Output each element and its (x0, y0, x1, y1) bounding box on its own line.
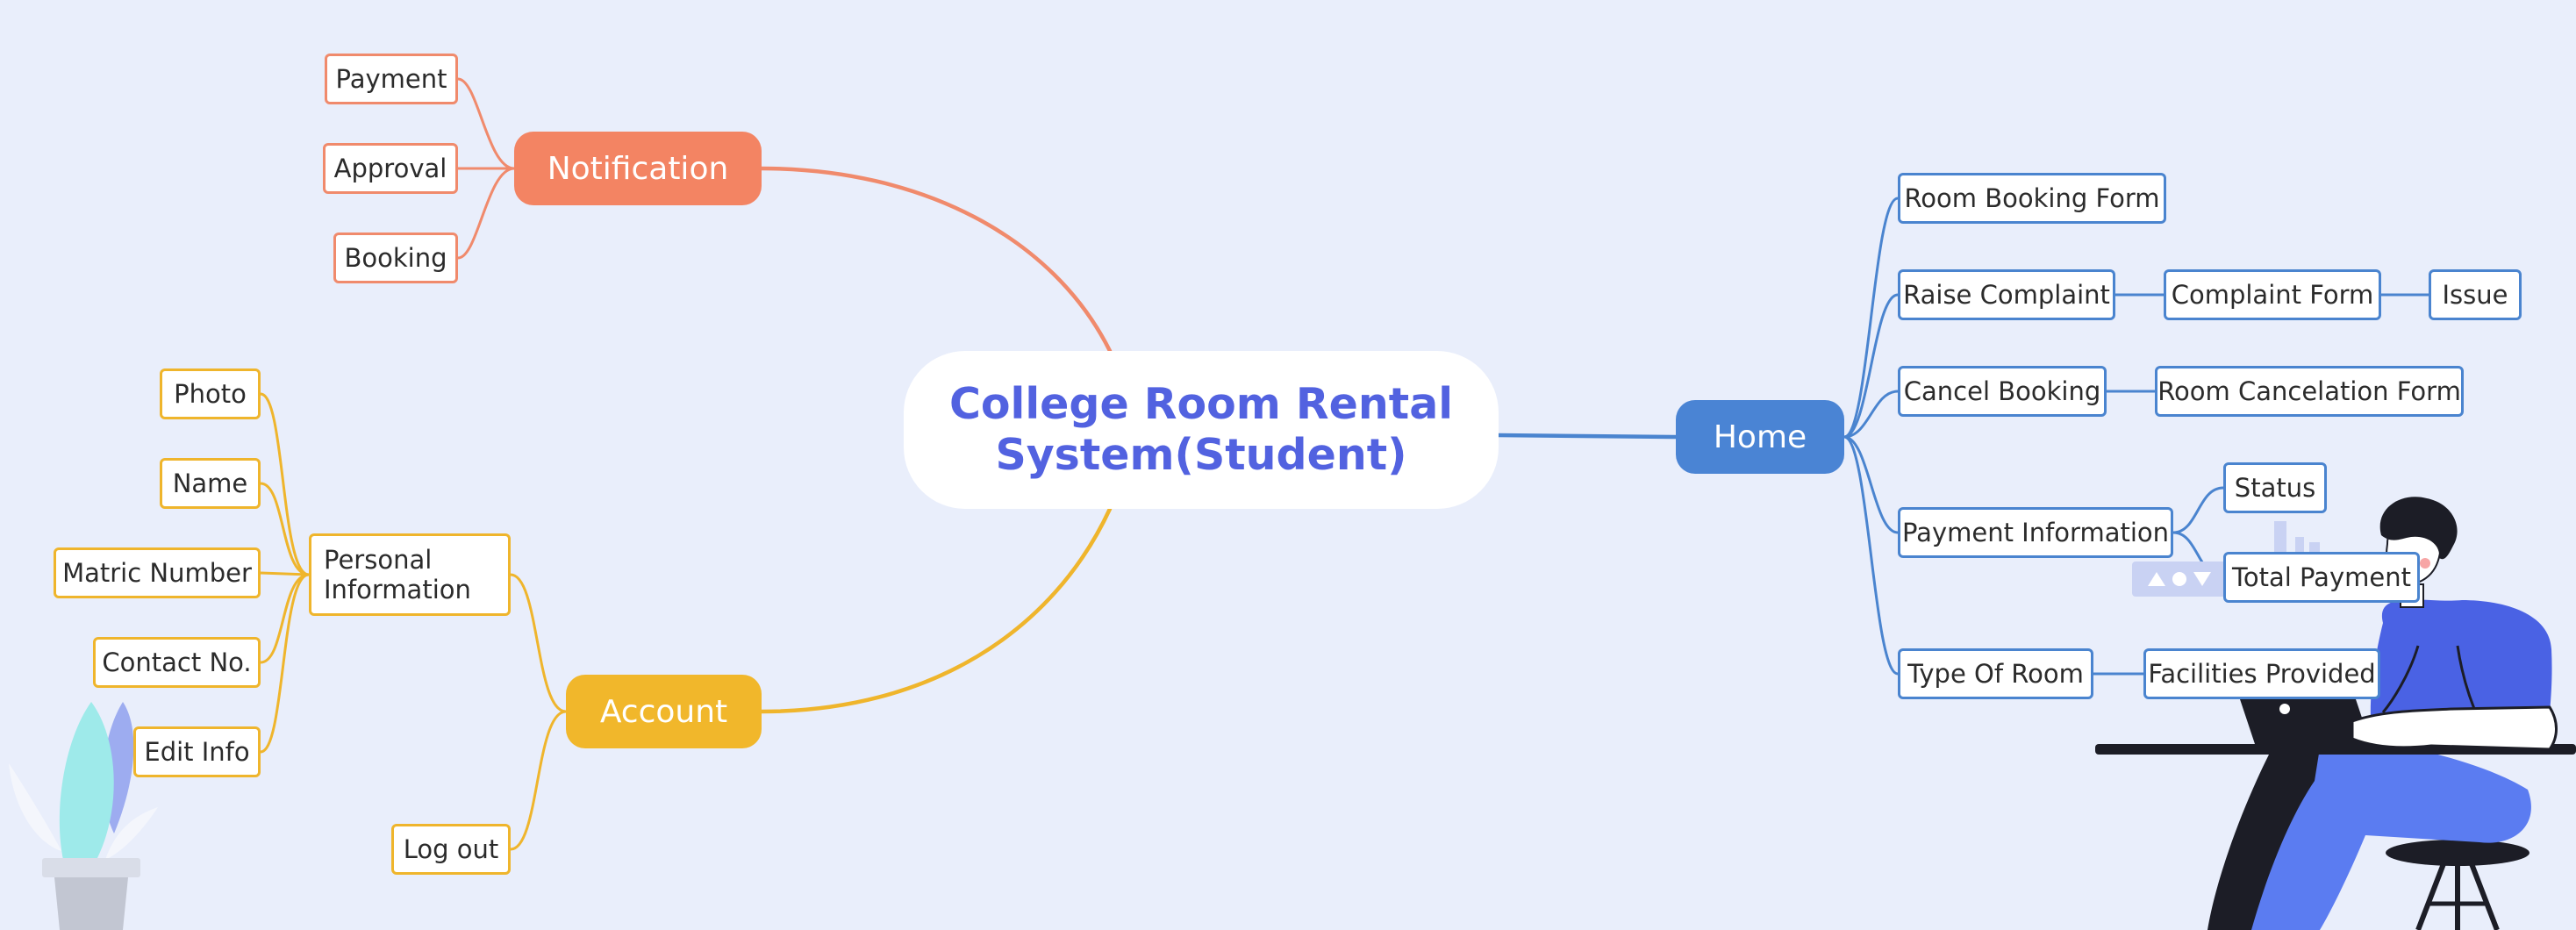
personal-info-name[interactable]: Name (160, 458, 261, 509)
personal-info-edit-info[interactable]: Edit Info (133, 726, 261, 777)
connector-notification-payment (457, 77, 515, 170)
personal-info-contact-no[interactable]: Contact No. (93, 637, 261, 688)
connector-account-personal-info (510, 573, 567, 713)
home-item-total-payment[interactable]: Total Payment (2223, 552, 2420, 603)
home-item-type-of-room[interactable]: Type Of Room (1898, 648, 2093, 699)
connector-pi-contact (260, 573, 310, 664)
notification-item-booking[interactable]: Booking (333, 232, 458, 283)
notification-item-payment[interactable]: Payment (325, 54, 458, 104)
connector-home-type-of-room (1843, 435, 1899, 676)
home-item-room-cancelation-form[interactable]: Room Cancelation Form (2155, 366, 2464, 417)
home-item-cancel-booking[interactable]: Cancel Booking (1898, 366, 2107, 417)
person-at-desk-illustration (2095, 497, 2576, 930)
central-topic[interactable]: College Room Rental System(Student) (904, 351, 1499, 509)
connector-notification-booking (457, 167, 515, 260)
personal-info-matric-number[interactable]: Matric Number (54, 547, 261, 598)
personal-info-photo[interactable]: Photo (160, 368, 261, 419)
home-item-status[interactable]: Status (2223, 462, 2327, 513)
notification-item-approval[interactable]: Approval (323, 143, 458, 194)
home-item-room-booking-form[interactable]: Room Booking Form (1898, 173, 2166, 224)
plant-illustration (9, 702, 158, 930)
connector-center-home (1495, 433, 1678, 440)
connector-pi-name (260, 482, 310, 576)
personal-information-node[interactable]: Personal Information (309, 533, 511, 616)
connector-pi-photo (260, 392, 310, 576)
branch-home[interactable]: Home (1676, 400, 1844, 474)
connector-center-notification (759, 166, 1113, 354)
branch-notification[interactable]: Notification (514, 132, 762, 205)
home-item-payment-information[interactable]: Payment Information (1898, 507, 2173, 558)
home-item-complaint-form[interactable]: Complaint Form (2164, 269, 2381, 320)
home-item-facilities-provided[interactable]: Facilities Provided (2143, 648, 2380, 699)
connector-status (2172, 486, 2224, 534)
connector-account-logout (510, 710, 567, 851)
home-item-issue[interactable]: Issue (2429, 269, 2522, 320)
connector-home-cancel-booking (1843, 390, 1899, 439)
connector-pi-edit (260, 573, 310, 754)
home-item-raise-complaint[interactable]: Raise Complaint (1898, 269, 2115, 320)
connector-pi-matric (260, 571, 310, 576)
connector-center-account (759, 506, 1113, 714)
account-item-log-out[interactable]: Log out (391, 824, 511, 875)
connector-home-booking-form (1843, 197, 1899, 439)
connector-home-raise-complaint (1843, 293, 1899, 439)
connector-home-payment-info (1843, 435, 1899, 534)
branch-account[interactable]: Account (566, 675, 762, 748)
